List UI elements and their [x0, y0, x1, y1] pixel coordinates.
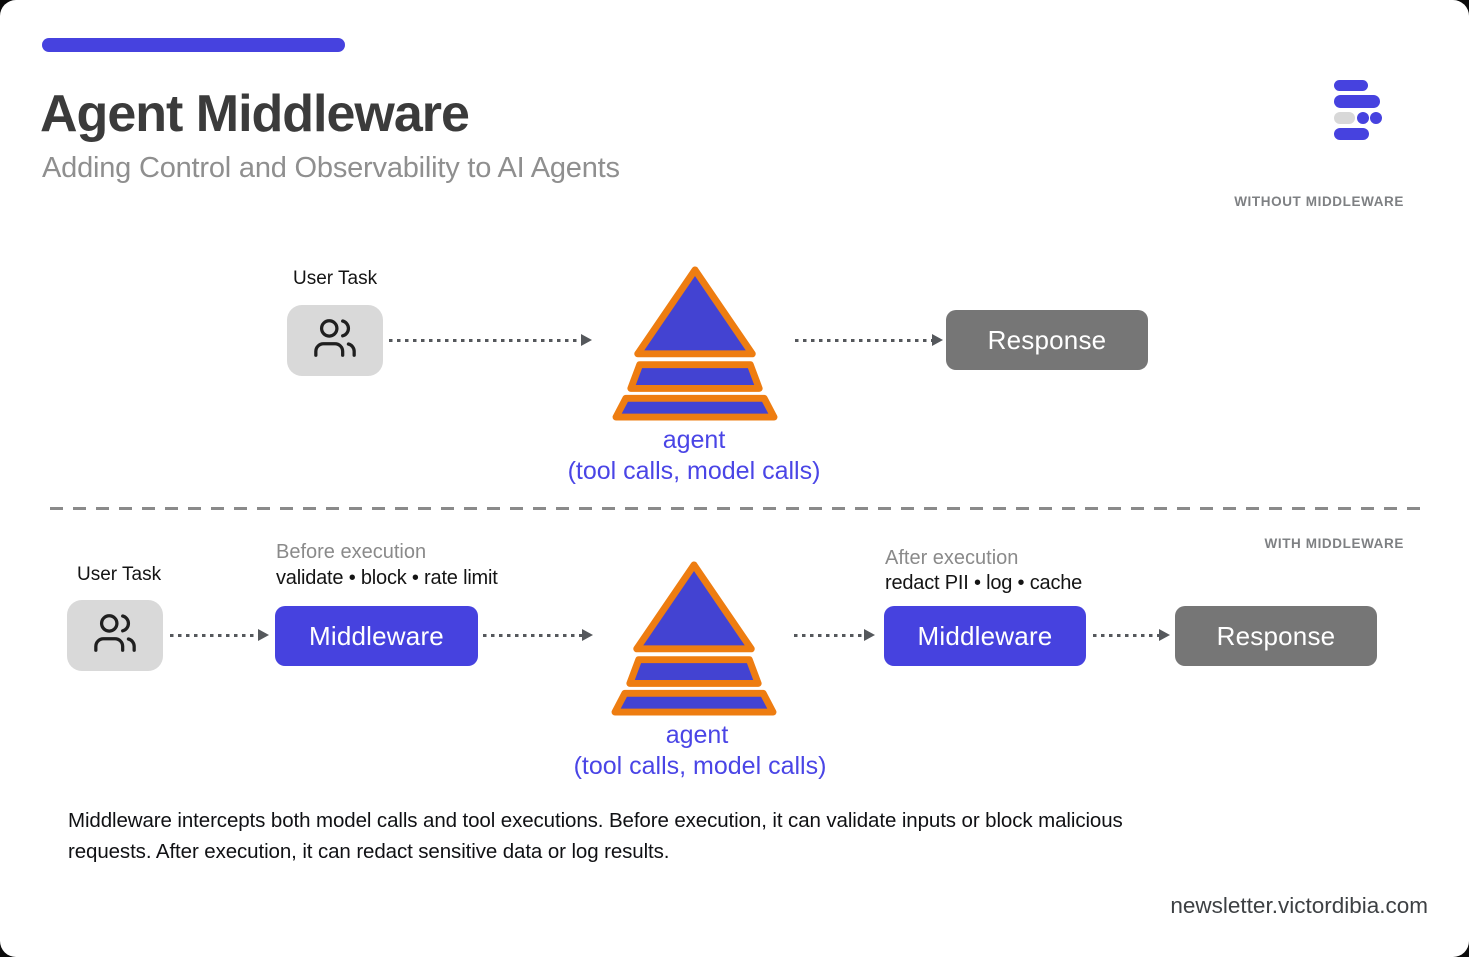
arrow-middleware-to-agent: [483, 634, 582, 637]
user-task-node: [287, 305, 383, 376]
arrowhead-icon: [258, 629, 269, 641]
site-credit: newsletter.victordibia.com: [1170, 893, 1428, 918]
page-title: Agent Middleware: [40, 85, 470, 143]
response-node: Response: [946, 310, 1148, 370]
after-execution-label: After execution: [885, 547, 1019, 569]
arrow-user-to-middleware: [170, 634, 258, 637]
accent-bar: [42, 38, 345, 52]
page-subtitle: Adding Control and Observability to AI A…: [42, 152, 620, 184]
arrowhead-icon: [864, 629, 875, 641]
user-task-node: [67, 600, 163, 671]
agent-sublabel: (tool calls, model calls): [573, 752, 827, 780]
arrow-agent-to-middleware: [794, 634, 864, 637]
middleware-after-node: Middleware: [884, 606, 1086, 666]
bars-logo-icon: [1334, 80, 1382, 140]
users-icon: [312, 315, 358, 366]
arrowhead-icon: [581, 334, 592, 346]
section-label-without-middleware: WITHOUT MIDDLEWARE: [1234, 194, 1404, 209]
agent-pyramid-icon: [600, 558, 788, 721]
user-task-label: User Task: [293, 268, 378, 289]
agent-sublabel: (tool calls, model calls): [567, 457, 821, 485]
arrowhead-icon: [932, 334, 943, 346]
arrowhead-icon: [1159, 629, 1170, 641]
response-node: Response: [1175, 606, 1377, 666]
user-task-label: User Task: [77, 564, 162, 585]
description-text: Middleware intercepts both model calls a…: [68, 809, 1123, 863]
arrow-middleware-to-response: [1093, 634, 1159, 637]
arrowhead-icon: [582, 629, 593, 641]
agent-label: agent: [665, 721, 729, 749]
section-label-with-middleware: WITH MIDDLEWARE: [1264, 536, 1404, 551]
middleware-before-node: Middleware: [275, 606, 478, 666]
section-divider: [50, 507, 1420, 510]
agent-label: agent: [662, 426, 726, 454]
arrow-agent-to-response: [795, 339, 932, 342]
users-icon: [92, 610, 138, 661]
before-execution-label: Before execution: [276, 541, 427, 563]
before-execution-actions: validate • block • rate limit: [276, 567, 498, 589]
arrow-user-to-agent: [389, 339, 579, 342]
agent-pyramid-icon: [601, 263, 789, 426]
after-execution-actions: redact PII • log • cache: [885, 572, 1083, 594]
